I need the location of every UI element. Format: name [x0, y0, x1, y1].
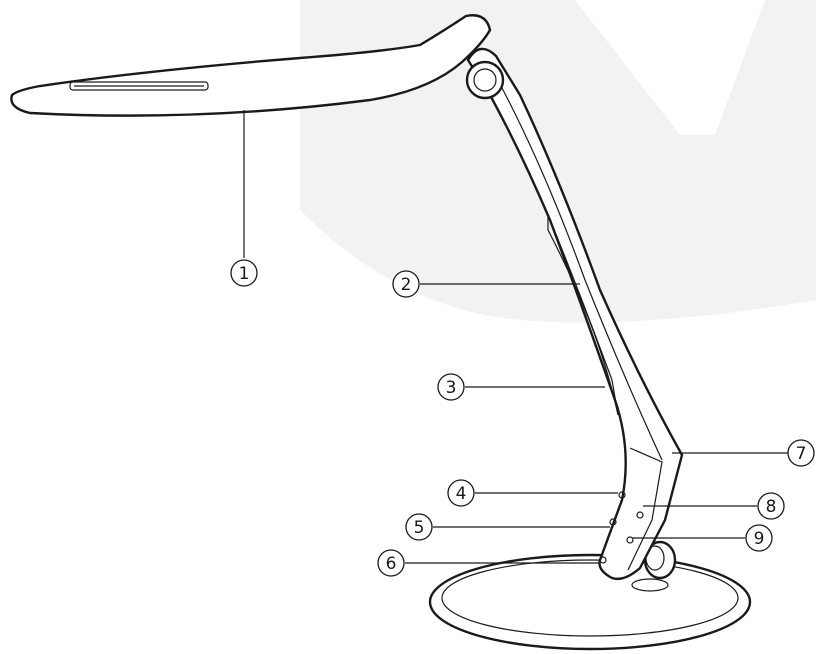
brightness-button-icon	[618, 491, 626, 499]
lamp-head	[10, 14, 492, 117]
callout-4-label: 4	[456, 484, 467, 504]
callout-5: 5	[405, 513, 433, 541]
callout-7-label: 7	[796, 444, 807, 464]
control-buttons	[599, 491, 644, 564]
callout-1-label: 1	[239, 264, 250, 284]
power-button-icon	[609, 518, 617, 526]
callout-2-label: 2	[401, 275, 412, 295]
callout-8: 8	[757, 492, 785, 520]
usb-port-icon	[626, 536, 634, 544]
leader-lines	[243, 110, 796, 564]
callout-6-label: 6	[386, 554, 397, 574]
callout-3-label: 3	[446, 378, 457, 398]
callout-4: 4	[447, 479, 475, 507]
callout-8-label: 8	[766, 497, 777, 517]
lamp-base	[428, 553, 752, 651]
watermark-logo	[300, 0, 816, 323]
callout-2: 2	[392, 270, 420, 298]
timer-button-icon	[599, 556, 607, 564]
callout-3: 3	[437, 373, 465, 401]
head-hinge-knob	[465, 60, 505, 100]
callout-9-label: 9	[754, 529, 765, 549]
lamp-arm	[466, 47, 684, 581]
callout-9: 9	[745, 524, 773, 552]
callout-7: 7	[787, 439, 815, 467]
callout-5-label: 5	[414, 518, 425, 538]
callout-6: 6	[377, 549, 405, 577]
mode-button-icon	[636, 511, 644, 519]
callout-1: 1	[230, 259, 258, 287]
